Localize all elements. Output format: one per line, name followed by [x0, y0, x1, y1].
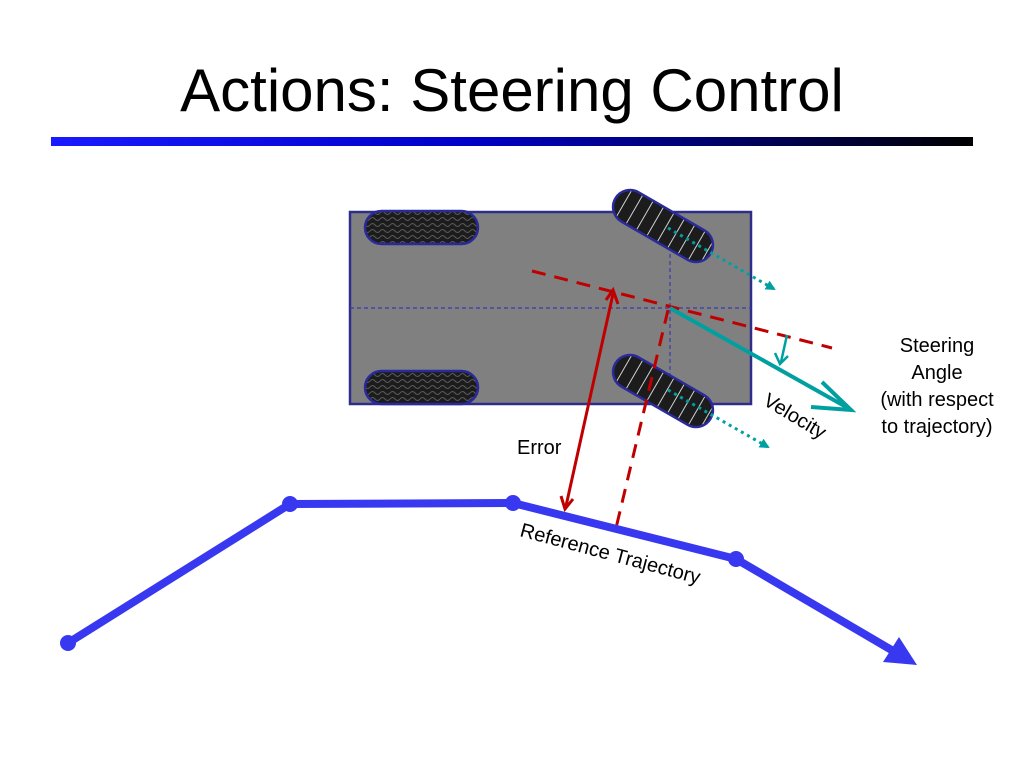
front-right-tire	[611, 353, 715, 429]
rear-left-tire	[363, 209, 480, 246]
reference-trajectory-line	[65, 499, 898, 656]
error-arrow-head-top	[604, 286, 620, 305]
slide-title: Actions: Steering Control	[180, 57, 844, 124]
trajectory-waypoint	[282, 496, 298, 512]
steering-angle-label-line-1: Steering	[900, 335, 975, 357]
steering-angle-label-line-3: (with respect	[880, 389, 994, 411]
error-label: Error	[517, 437, 562, 459]
steering-angle-label-line-2: Angle	[911, 362, 962, 384]
steering-angle-label-line-4: to trajectory)	[881, 416, 992, 438]
trajectory-direction-dashed-line	[531, 269, 833, 350]
velocity-arrow	[669, 306, 849, 410]
error-arrow-head-bottom	[559, 495, 575, 513]
trajectory-waypoint	[505, 495, 521, 511]
trajectory-waypoint	[60, 635, 76, 651]
perpendicular-dashed-line	[614, 309, 670, 529]
velocity-arrow-head	[810, 380, 857, 413]
trajectory-waypoint	[728, 551, 744, 567]
error-arrow	[564, 293, 615, 507]
steering-angle-arc-head	[773, 352, 789, 367]
velocity-label: Velocity	[759, 389, 829, 443]
steering-angle-arc	[779, 334, 789, 363]
title-underline	[51, 137, 973, 146]
rear-right-tire	[363, 369, 480, 406]
trajectory-end-arrowhead	[883, 637, 917, 665]
front-right-tire-direction-arrow	[667, 388, 770, 449]
